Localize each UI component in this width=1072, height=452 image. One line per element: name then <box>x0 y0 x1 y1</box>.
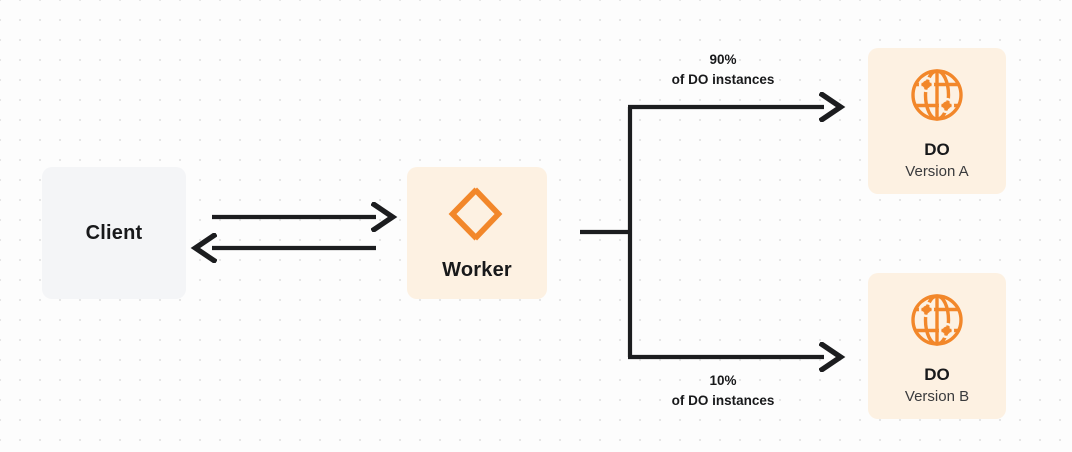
node-do-a-subtitle: Version A <box>905 162 969 180</box>
node-worker-label: Worker <box>442 259 512 281</box>
globe-icon <box>908 291 966 354</box>
node-client: Client <box>42 167 186 299</box>
node-do-version-a: DO Version A <box>868 48 1006 194</box>
node-do-a-title: DO <box>924 140 950 160</box>
edge-label-do-b: 10% of DO instances <box>671 373 775 408</box>
edge-label-do-a: 90% of DO instances <box>671 52 775 87</box>
cloudflare-workers-icon <box>446 186 508 247</box>
globe-icon <box>908 66 966 129</box>
node-do-b-subtitle: Version B <box>904 387 970 405</box>
edge-worker-split <box>580 107 633 357</box>
node-worker: Worker <box>407 167 547 299</box>
node-client-label: Client <box>85 221 143 244</box>
node-do-b-title: DO <box>924 365 950 385</box>
node-do-version-b: DO Version B <box>868 273 1006 419</box>
